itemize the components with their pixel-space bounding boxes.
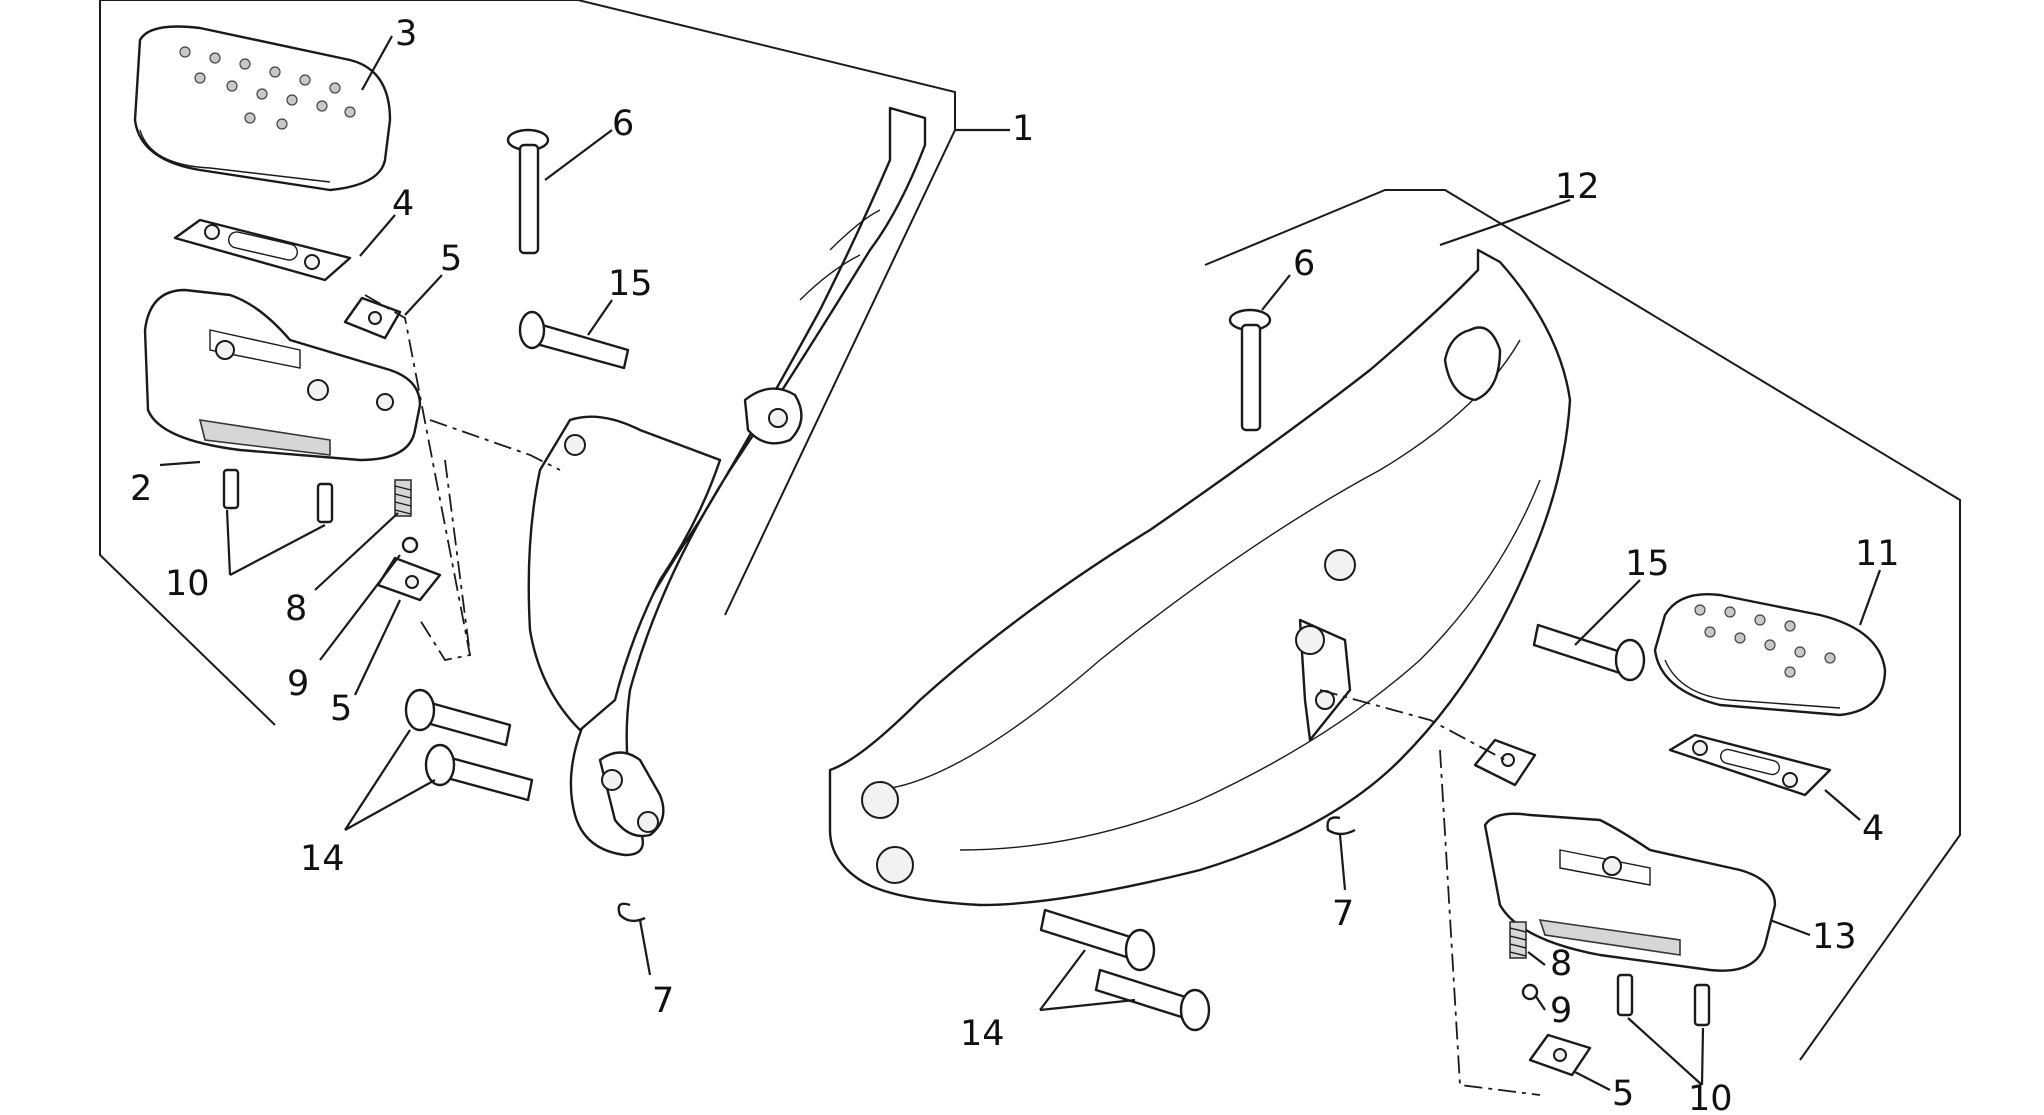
callout-7-left: 7 [652,981,674,1021]
part-7-circlip-right [1326,816,1356,836]
part-8-spring-right [1509,921,1527,959]
part-4-plate [173,218,352,282]
callout-4-left: 4 [392,184,414,224]
callout-5-left-top: 5 [440,239,462,279]
part-10-screws-right [1616,973,1711,1027]
callout-3-left: 3 [395,14,417,54]
callout-1-left: 1 [1012,109,1034,149]
part-12-main-bracket [828,248,1572,907]
part-7-circlip-left [617,902,646,923]
part-5-clip-plate-right-top [1473,738,1537,787]
right-footpeg-assembly: 12 6 15 11 4 13 7 8 9 14 5 10 [828,167,1961,1115]
part-13-footpeg-base [1483,812,1777,972]
callout-14-left: 14 [300,839,345,879]
part-6-pivot-pin [506,128,550,255]
callout-5-left-bottom: 5 [330,689,352,729]
callout-12-right: 12 [1555,167,1600,207]
part-9-ball-right [1521,983,1539,1001]
part-5-clip-plate-bottom [376,556,442,602]
callout-13-right: 13 [1812,917,1857,957]
part-1-footpeg-bracket [527,106,927,857]
part-4-plate-right [1668,733,1832,797]
callout-8-left: 8 [285,589,307,629]
part-5-clip-plate-top [343,296,402,340]
callout-15-left: 15 [608,264,653,304]
callout-7-right: 7 [1332,894,1354,934]
callout-14-right: 14 [960,1014,1005,1054]
part-9-ball [401,536,419,554]
callout-9-left: 9 [287,664,309,704]
part-14-bolts [404,688,534,802]
callout-4-right: 4 [1862,809,1884,849]
part-2-footpeg-base [143,288,422,462]
callout-6-left: 6 [612,104,634,144]
part-15-bolt [518,310,630,370]
part-8-spring [394,479,412,517]
part-3-footpeg-rubber [133,25,392,192]
part-15-bolt-right [1532,623,1646,682]
callout-10-left: 10 [165,564,210,604]
part-5-clip-plate-right-bottom [1528,1033,1592,1077]
right-frame-outline [1204,189,1961,1061]
callout-9-right: 9 [1550,991,1572,1031]
callout-10-right: 10 [1688,1079,1733,1115]
part-11-footpeg-rubber [1653,593,1887,717]
callout-11-right: 11 [1855,534,1900,574]
part-10-screws [222,468,334,524]
callout-15-right: 15 [1625,544,1670,584]
part-6-pivot-pin-right [1228,308,1272,432]
callout-8-right: 8 [1550,944,1572,984]
callout-5-right: 5 [1612,1074,1634,1114]
left-footpeg-assembly: 3 1 6 4 5 15 2 10 8 9 5 14 7 [99,0,1034,1021]
callout-6-right: 6 [1293,244,1315,284]
callout-2-left: 2 [130,469,152,509]
part-14-bolts-right [1039,908,1211,1032]
